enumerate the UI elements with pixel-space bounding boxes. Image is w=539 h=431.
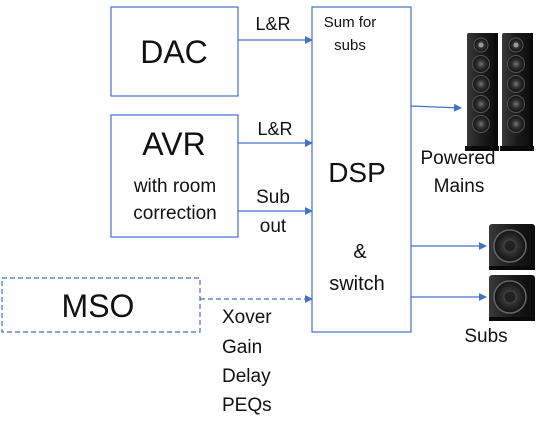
dsp-header-line2: subs [334,37,366,54]
avr-title: AVR [142,126,205,162]
mso-function-delay: Delay [222,366,271,387]
avr-subtitle-line1: with room [133,176,216,197]
dsp-title: DSP [328,157,386,188]
dsp-switch-label: switch [329,273,385,295]
avr-box [110,114,239,238]
subwoofer-icon [489,275,535,321]
avr-subtitle-line2: correction [133,203,216,224]
dsp-to-mains-arrow [410,103,462,112]
dac-box [110,6,239,97]
mso-function-list: Xover Gain Delay PEQs [222,307,272,416]
mso-box [1,277,201,333]
dac-lr-label: L&R [255,14,290,34]
mso-function-xover: Xover [222,307,272,328]
tower-speaker-icon [465,33,499,151]
dsp-amp: & [353,241,367,263]
mso-function-gain: Gain [222,337,262,358]
dsp-header-line1: Sum for [324,14,377,31]
mso-title: MSO [62,288,135,324]
powered-mains-label-line2: Mains [434,176,485,197]
sub-out-label-line1: Sub [256,187,290,208]
dac-title: DAC [140,34,208,70]
subs-label: Subs [464,326,507,347]
subwoofer-icon [489,224,535,270]
sub-out-label-line2: out [260,216,287,237]
dsp-box [311,6,412,333]
mso-function-peqs: PEQs [222,395,272,416]
avr-lr-label: L&R [257,119,292,139]
powered-mains-label-line1: Powered [421,148,496,169]
tower-speaker-icon [500,33,534,151]
